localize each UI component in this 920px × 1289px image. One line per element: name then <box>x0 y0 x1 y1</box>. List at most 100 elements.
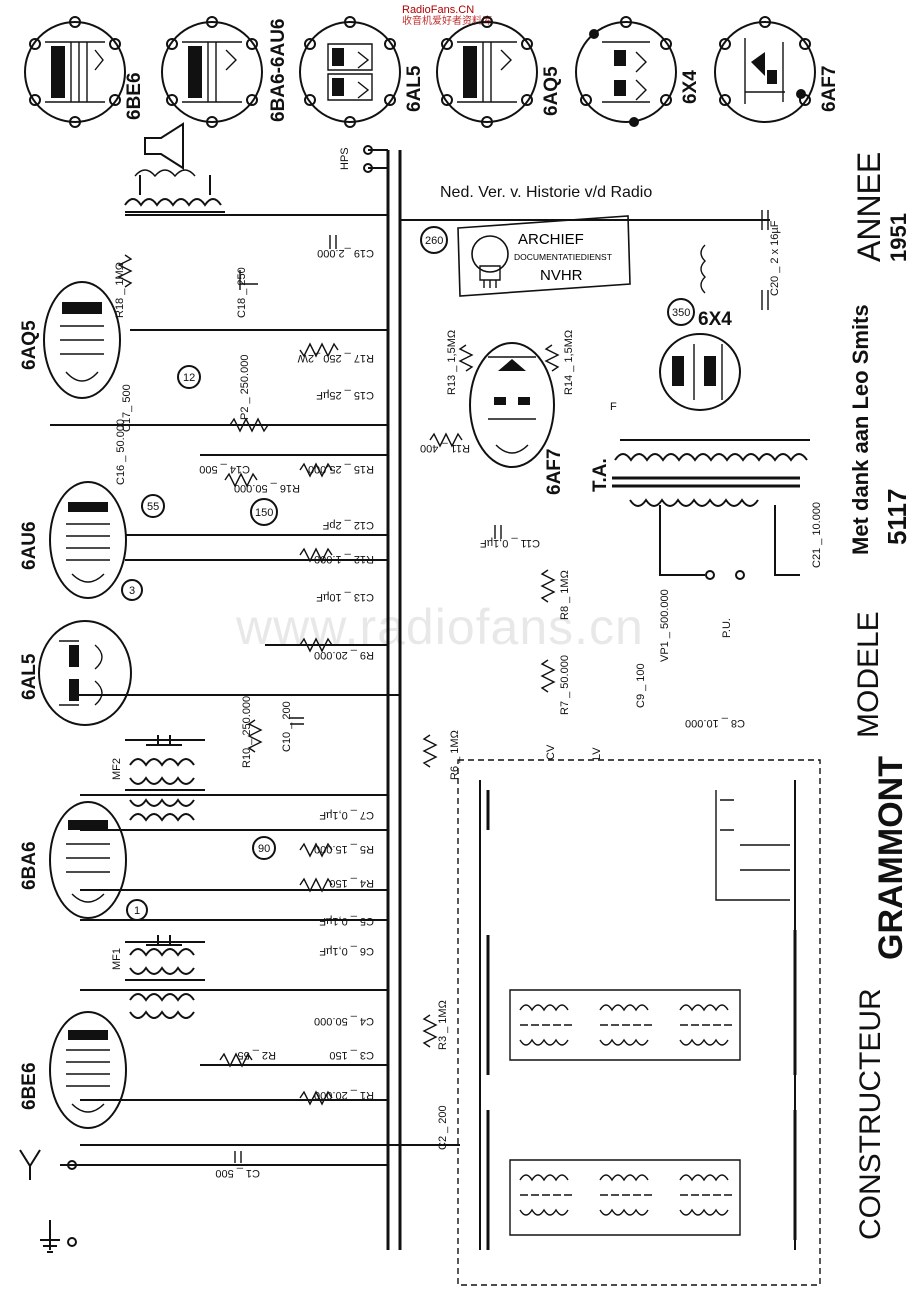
socket-label-6BA6-6AU6: 6BA6-6AU6 <box>268 19 289 122</box>
tube-6BA6-symbol <box>49 801 127 919</box>
c13-label: C13 _ 10µF <box>316 591 374 603</box>
source-site-label: RadioFans.CN 收音机爱好者资料库 <box>402 4 492 28</box>
socket-label-6AF7: 6AF7 <box>819 66 840 112</box>
archive-stamp: ARCHIEF DOCUMENTATIEDIENST NVHR <box>456 214 632 298</box>
c4-label: C4 _ 50.000 <box>314 1015 374 1027</box>
r12-label: R12 _ 1.000 <box>314 553 374 565</box>
tube-6AL5-symbol <box>38 620 132 726</box>
c21-label: C21 _ 10.000 <box>811 502 823 568</box>
tube-6AF7-symbol <box>469 342 555 468</box>
ground-symbol <box>40 1220 77 1253</box>
source-site-line2: 收音机爱好者资料库 <box>402 16 492 27</box>
c2-label: C2 _ 200 <box>437 1105 449 1150</box>
r18-label: R18 _ 1MΩ <box>114 262 126 318</box>
c17-label: C17_ 500 <box>121 384 133 432</box>
antenna-symbol <box>19 1149 77 1180</box>
r3-label: R3 _ 1MΩ <box>437 1000 449 1050</box>
c1-label: C1 _ 500 <box>215 1167 260 1179</box>
r10-label: R10 _ 250.000 <box>241 696 253 768</box>
if-transformer-mf1 <box>125 935 205 981</box>
tube-6AU6-symbol <box>49 481 127 599</box>
tp-350: 350 <box>672 307 690 319</box>
tp-55: 55 <box>147 501 159 513</box>
c10-label: C10 _ 200 <box>281 701 293 752</box>
tube-label-6AU6: 6AU6 <box>19 521 40 570</box>
r6-label: R6 _ 1MΩ <box>449 730 461 780</box>
pu-label: P.U. <box>721 618 733 638</box>
osc-coil <box>129 993 195 1019</box>
rf-coil-row-1 <box>519 1004 735 1046</box>
c5-label: C5 _ 0,1µF <box>319 915 374 927</box>
c12-label: C12 _ 2pF <box>322 519 374 531</box>
cv-label: CV <box>545 744 557 760</box>
bus-lines <box>50 145 770 1250</box>
rf-coil-row-2 <box>519 1174 735 1216</box>
tube-label-6BE6: 6BE6 <box>19 1062 40 1110</box>
c15-label: C15 _ 25µF <box>316 389 374 401</box>
socket-label-6AQ5: 6AQ5 <box>541 66 562 116</box>
tube-label-6AF7: 6AF7 <box>544 449 565 495</box>
socket-6AL5 <box>299 16 401 128</box>
r8-label: R8 _ 1MΩ <box>559 570 571 620</box>
lv-label: LV <box>591 747 603 760</box>
r13-label: R13 _ 1,5MΩ <box>446 330 458 395</box>
stamp-line2: DOCUMENTATIEDIENST <box>514 252 612 262</box>
r7-label: R7 _ 50.000 <box>559 655 571 715</box>
hps-label: HPS <box>339 147 351 170</box>
test-points: 12 55 150 3 90 1 260 350 <box>121 226 695 921</box>
socket-6BA6-6AU6 <box>161 16 263 128</box>
p2-label: P2 _ 250.000 <box>239 355 251 420</box>
tube-6BE6-symbol <box>49 1011 127 1129</box>
tube-stamp-icon <box>471 235 509 288</box>
component-symbols <box>117 210 769 1163</box>
r9-label: R9 _ 20.000 <box>314 649 374 661</box>
r16-label: R16 _ 50.000 <box>234 482 300 494</box>
c9-label: C9 _ 100 <box>635 663 647 708</box>
tp-150: 150 <box>255 507 273 519</box>
socket-label-6BE6: 6BE6 <box>124 72 145 120</box>
f-label: F <box>610 401 617 413</box>
tp-1: 1 <box>134 905 140 917</box>
socket-label-6X4: 6X4 <box>680 70 701 104</box>
tube-socket-row: 6BE6 6BA6-6AU6 6AL5 6A <box>24 16 840 128</box>
tube-label-6BA6: 6BA6 <box>19 841 40 890</box>
c20-label: C20 _ 2 x 16µF <box>769 220 781 296</box>
tube-6X4-symbol <box>659 333 741 411</box>
ta-label: T.A. <box>590 458 611 492</box>
if-transformer-mf2 <box>125 735 205 791</box>
c3-label: C3 _ 150 <box>329 1049 374 1061</box>
mf1-label: MF1 <box>111 948 123 970</box>
c6-label: C6 _ 0,1µF <box>319 945 374 957</box>
tube-label-6X4: 6X4 <box>698 309 732 330</box>
c19-label: C19 _2.000 <box>317 247 374 259</box>
c16-label: C16 _ 50.000 <box>115 419 127 485</box>
tp-260: 260 <box>425 235 443 247</box>
tp-3: 3 <box>129 585 135 597</box>
tube-6AQ5-symbol <box>43 281 121 399</box>
mf2-label: MF2 <box>111 758 123 780</box>
c11-label: C11 _ 0,1µF <box>480 537 540 549</box>
speaker <box>134 122 196 178</box>
tube-label-6AL5: 6AL5 <box>19 653 40 700</box>
power-transformer <box>612 439 810 580</box>
archive-credit: Ned. Ver. v. Historie v/d Radio <box>440 184 653 201</box>
tp-90: 90 <box>258 843 270 855</box>
socket-6X4 <box>575 16 677 127</box>
c8-label: C8 _ 10.000 <box>685 717 745 729</box>
r1-label: R1 _ 20.000 <box>314 1089 374 1101</box>
r14-label: R14 _ 1,5MΩ <box>563 330 575 395</box>
source-site-line1: RadioFans.CN <box>402 4 475 16</box>
c7-label: C7 _ 0,1µF <box>319 809 374 821</box>
c18-label: C18 _ 250 <box>236 267 248 318</box>
socket-label-6AL5: 6AL5 <box>404 65 425 112</box>
r4-label: R4 _ 150 <box>329 877 374 889</box>
socket-6AQ5 <box>436 16 538 128</box>
stamp-line1: ARCHIEF <box>518 231 584 248</box>
tube-label-6AQ5: 6AQ5 <box>19 320 40 370</box>
socket-6AF7 <box>714 16 816 123</box>
stamp-line3: NVHR <box>540 267 583 284</box>
r17-label: R17 _ 250 _2W <box>297 352 374 364</box>
r2-label: R2 _ 55 <box>237 1049 276 1061</box>
socket-6BE6 <box>24 16 126 128</box>
